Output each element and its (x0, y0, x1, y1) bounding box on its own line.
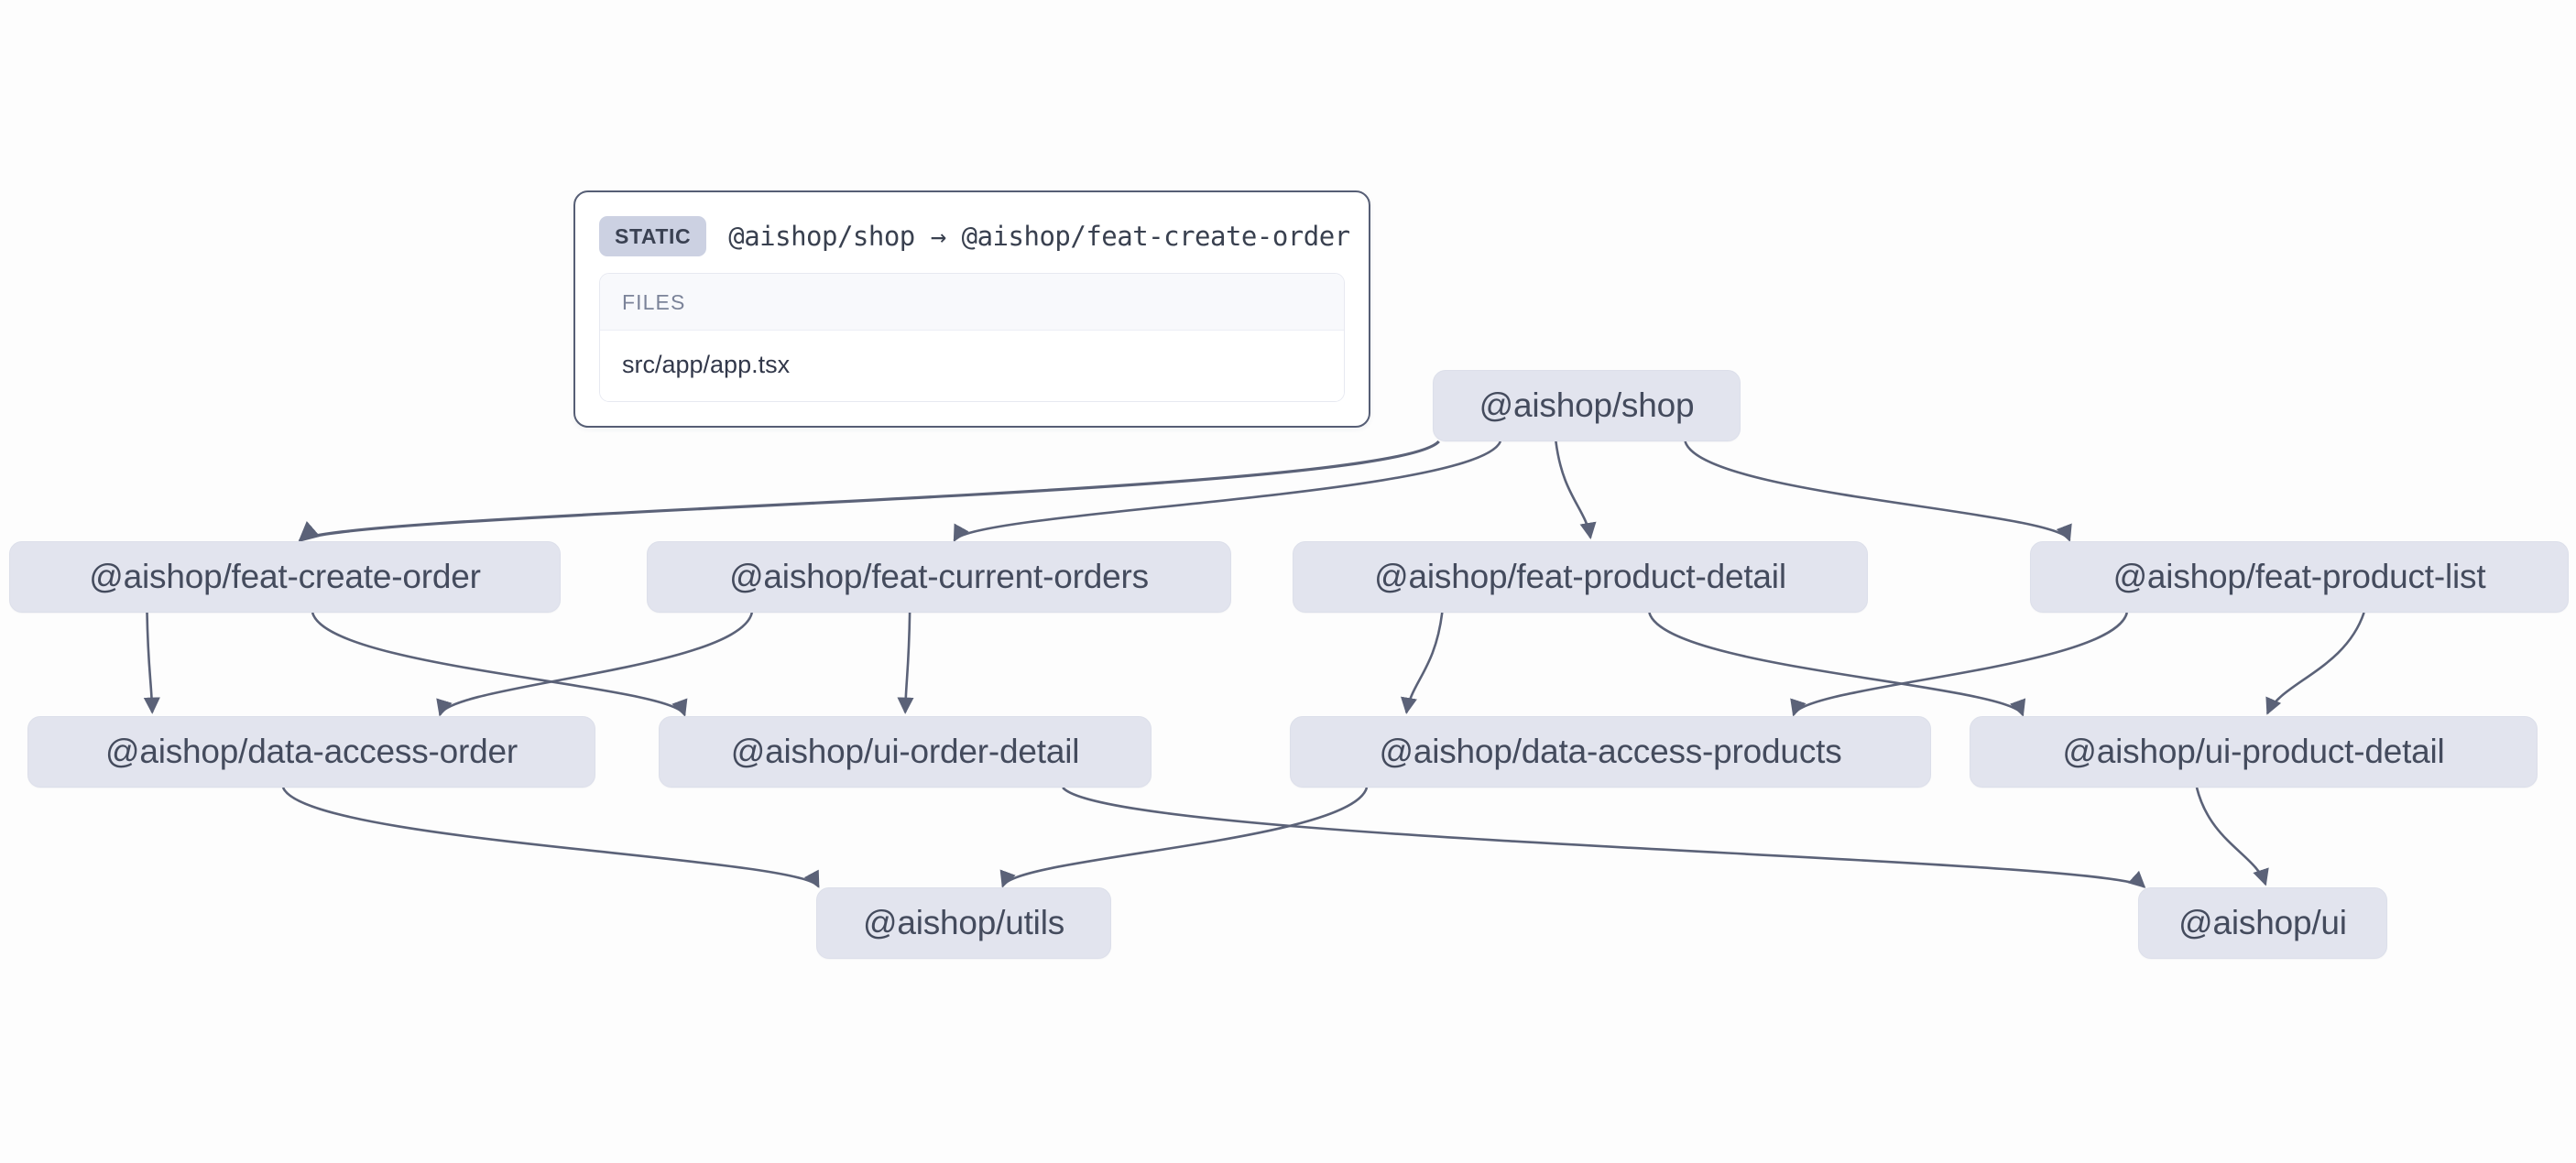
graph-node-label: @aishop/utils (862, 904, 1065, 941)
graph-node-label: @aishop/shop (1479, 386, 1695, 424)
graph-node-label: @aishop/feat-product-list (2112, 558, 2486, 595)
graph-node-label: @aishop/data-access-order (104, 733, 518, 770)
graph-edge-ui-product-detail-to-ui[interactable] (2195, 787, 2269, 886)
graph-node-label: @aishop/feat-current-orders (729, 558, 1149, 595)
graph-edge-feat-product-detail-to-data-access-products[interactable] (1401, 612, 1444, 715)
graph-edge-feat-create-order-to-data-access-order[interactable] (143, 612, 160, 714)
files-panel: FILES src/app/app.tsx (599, 273, 1345, 402)
graph-edge-ui-order-detail-to-ui[interactable] (1062, 787, 2146, 888)
graph-node-ui[interactable]: @aishop/ui (2138, 887, 2387, 959)
graph-edge-feat-product-detail-to-ui-product-detail[interactable] (1648, 612, 2025, 717)
graph-node-feat-current-orders[interactable]: @aishop/feat-current-orders (647, 541, 1231, 613)
graph-edge-feat-product-list-to-ui-product-detail[interactable] (2265, 612, 2365, 715)
graph-edge-shop-to-feat-product-detail[interactable] (1555, 440, 1597, 540)
graph-node-label: @aishop/feat-product-detail (1374, 558, 1786, 595)
graph-node-data-access-products[interactable]: @aishop/data-access-products (1290, 716, 1931, 788)
card-header: STATIC @aishop/shop → @aishop/feat-creat… (599, 212, 1350, 273)
graph-edge-feat-current-orders-to-ui-order-detail[interactable] (897, 612, 914, 714)
graph-edge-shop-to-feat-product-list[interactable] (1684, 440, 2072, 542)
graph-edge-feat-current-orders-to-data-access-order[interactable] (436, 612, 754, 717)
graph-edge-feat-product-list-to-data-access-products[interactable] (1790, 612, 2129, 717)
graph-edge-data-access-products-to-utils[interactable] (999, 787, 1369, 888)
static-badge: STATIC (599, 216, 707, 256)
graph-node-data-access-order[interactable]: @aishop/data-access-order (27, 716, 595, 788)
graph-node-feat-create-order[interactable]: @aishop/feat-create-order (9, 541, 561, 613)
graph-node-utils[interactable]: @aishop/utils (816, 887, 1111, 959)
graph-node-ui-product-detail[interactable]: @aishop/ui-product-detail (1970, 716, 2538, 788)
graph-node-label: @aishop/data-access-products (1379, 733, 1842, 770)
graph-edge-shop-to-feat-current-orders[interactable] (953, 440, 1502, 542)
files-list: src/app/app.tsx (600, 331, 1344, 401)
graph-node-shop[interactable]: @aishop/shop (1433, 370, 1741, 441)
graph-node-label: @aishop/ui-order-detail (730, 733, 1080, 770)
card-title: @aishop/shop → @aishop/feat-create-order (728, 221, 1350, 252)
graph-node-label: @aishop/ui (2178, 904, 2347, 941)
graph-edge-data-access-order-to-utils[interactable] (281, 787, 820, 888)
graph-node-label: @aishop/feat-create-order (89, 558, 481, 595)
graph-edge-shop-to-feat-create-order[interactable] (298, 440, 1440, 543)
graph-node-feat-product-detail[interactable]: @aishop/feat-product-detail (1293, 541, 1868, 613)
edge-details-card[interactable]: STATIC @aishop/shop → @aishop/feat-creat… (573, 190, 1370, 428)
graph-edge-feat-create-order-to-ui-order-detail[interactable] (311, 612, 688, 717)
file-row[interactable]: src/app/app.tsx (600, 331, 1344, 401)
graph-node-feat-product-list[interactable]: @aishop/feat-product-list (2030, 541, 2569, 613)
files-header: FILES (600, 274, 1344, 331)
graph-node-ui-order-detail[interactable]: @aishop/ui-order-detail (659, 716, 1152, 788)
graph-node-label: @aishop/ui-product-detail (2062, 733, 2445, 770)
